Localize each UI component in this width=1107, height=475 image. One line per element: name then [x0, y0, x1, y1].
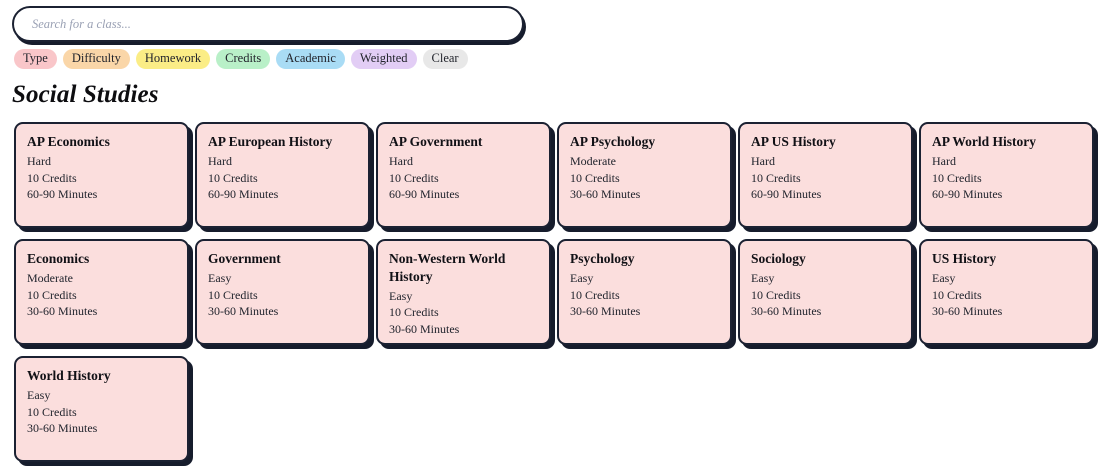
class-card-title: AP Economics	[27, 134, 110, 150]
class-card-title: Sociology	[751, 251, 806, 267]
class-card-credits: 10 Credits	[389, 170, 439, 185]
class-card-credits: 10 Credits	[27, 287, 77, 302]
class-card-title: Non-Western World History	[389, 251, 506, 285]
class-card-difficulty: Easy	[751, 271, 775, 286]
class-card-credits: 10 Credits	[932, 287, 982, 302]
class-card-difficulty: Moderate	[570, 154, 616, 169]
class-card-difficulty: Hard	[389, 154, 413, 169]
class-card-credits: 10 Credits	[570, 170, 620, 185]
class-card-title: AP Government	[389, 134, 483, 150]
class-card-duration: 30-60 Minutes	[208, 303, 279, 318]
filter-pill-homework[interactable]: Homework	[135, 49, 211, 70]
class-card-duration: 60-90 Minutes	[208, 186, 279, 201]
class-card-title: Economics	[27, 251, 90, 267]
class-card-difficulty: Hard	[208, 154, 232, 169]
class-card-credits: 10 Credits	[27, 170, 77, 185]
class-card-difficulty: Hard	[27, 154, 51, 169]
class-card-difficulty: Easy	[208, 271, 232, 286]
class-card-title: World History	[27, 368, 111, 384]
class-card-duration: 30-60 Minutes	[570, 186, 641, 201]
class-card-duration: 30-60 Minutes	[570, 303, 641, 318]
class-card-credits: 10 Credits	[932, 170, 982, 185]
filter-pill-difficulty[interactable]: Difficulty	[62, 49, 130, 70]
filter-pill-clear[interactable]: Clear	[422, 49, 468, 70]
class-card-difficulty: Moderate	[27, 271, 73, 286]
class-card-title: Psychology	[570, 251, 635, 267]
class-card-credits: 10 Credits	[389, 305, 439, 320]
class-card-title: US History	[932, 251, 997, 267]
class-card-title: Government	[208, 251, 281, 267]
class-card-difficulty: Easy	[932, 271, 956, 286]
filter-pill-academic[interactable]: Academic	[276, 49, 345, 70]
class-card-duration: 30-60 Minutes	[27, 303, 98, 318]
search-bar-container	[0, 0, 1107, 42]
class-card-duration: 60-90 Minutes	[932, 186, 1003, 201]
class-card-credits: 10 Credits	[208, 287, 258, 302]
class-card-duration: 30-60 Minutes	[27, 420, 98, 435]
filter-pill-credits[interactable]: Credits	[216, 49, 271, 70]
search-input[interactable]	[12, 6, 524, 42]
class-card-title: AP Psychology	[570, 134, 656, 150]
class-card-duration: 30-60 Minutes	[751, 303, 822, 318]
class-card-duration: 60-90 Minutes	[389, 186, 460, 201]
class-card-credits: 10 Credits	[208, 170, 258, 185]
class-card-difficulty: Easy	[27, 388, 51, 403]
class-card-duration: 60-90 Minutes	[751, 186, 822, 201]
filter-pill-type[interactable]: Type	[14, 49, 57, 70]
class-card-duration: 30-60 Minutes	[932, 303, 1003, 318]
class-card-title: AP European History	[208, 134, 333, 150]
class-card-duration: 30-60 Minutes	[389, 321, 460, 336]
class-card-difficulty: Easy	[570, 271, 594, 286]
class-card-difficulty: Easy	[389, 289, 413, 304]
class-card-credits: 10 Credits	[27, 404, 77, 419]
class-card-duration: 60-90 Minutes	[27, 186, 98, 201]
class-card-title: AP World History	[932, 134, 1037, 150]
class-card-credits: 10 Credits	[570, 287, 620, 302]
page-title: Social Studies	[12, 81, 159, 109]
filter-pill-weighted[interactable]: Weighted	[350, 49, 417, 70]
class-card-title: AP US History	[751, 134, 836, 150]
class-card-credits: 10 Credits	[751, 170, 801, 185]
class-card-difficulty: Hard	[932, 154, 956, 169]
class-card-difficulty: Hard	[751, 154, 775, 169]
class-card-credits: 10 Credits	[751, 287, 801, 302]
